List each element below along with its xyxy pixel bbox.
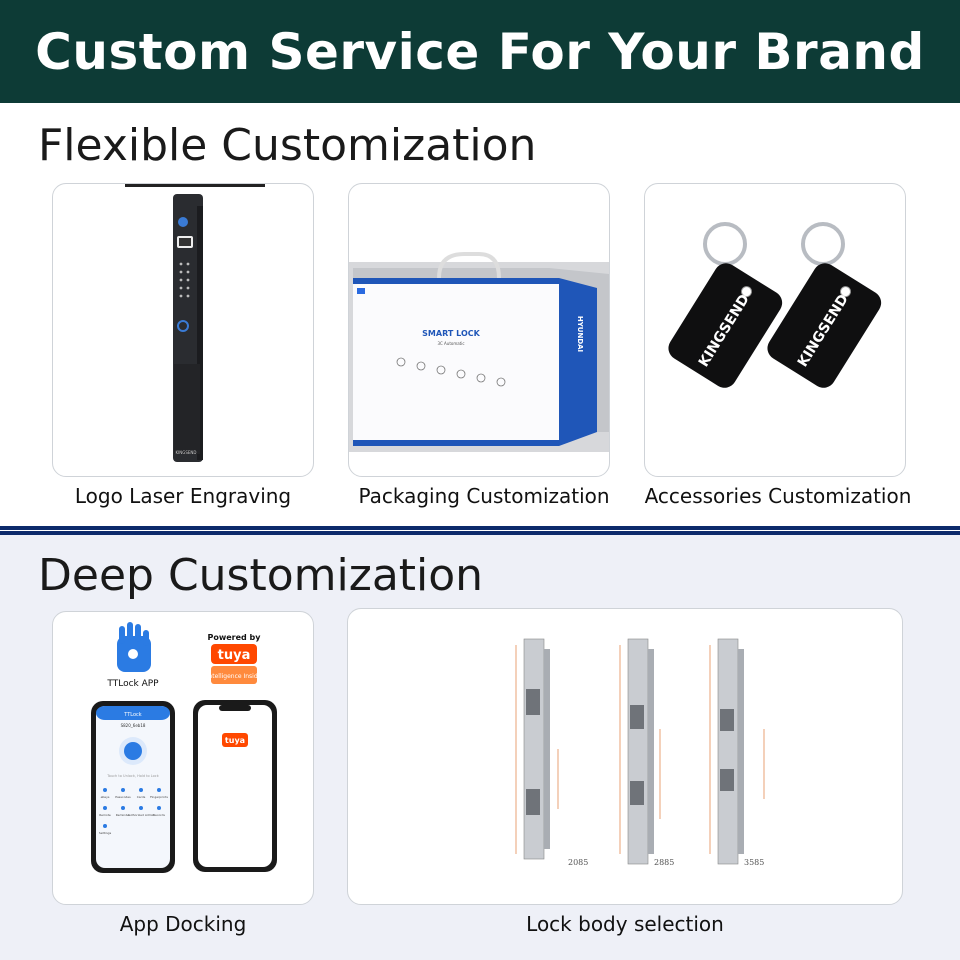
lock-body-2885: 2885	[619, 638, 674, 867]
lock-body-card: 2085 2885 3585	[347, 608, 903, 905]
menu-remote: Remote	[99, 813, 111, 817]
phone-lock-id: S820_6eb18	[121, 723, 146, 728]
section-title-flexible: Flexible Customization	[38, 120, 537, 171]
packaging-box-image: HYUNDAI SMART LOCK 3C Automatic	[349, 252, 609, 452]
logo-engraving-card: KINGSEND	[52, 183, 314, 477]
caption-logo-engraving: Logo Laser Engraving	[74, 484, 292, 508]
box-subtitle: 3C Automatic	[437, 341, 464, 346]
unlock-icon	[124, 742, 142, 760]
caption-lock-body: Lock body selection	[526, 912, 724, 936]
phone-header: TTLock	[123, 712, 142, 718]
menu-authorized-admin: Authorized Admin	[128, 813, 155, 817]
tuya-phone: tuya	[193, 700, 277, 872]
key-tag-right: KINGSEND	[767, 222, 882, 388]
smart-lock-image: KINGSEND	[125, 184, 265, 462]
tuya-brand: tuya	[218, 648, 251, 663]
menu-passcodes: Passcodes	[115, 795, 131, 799]
key-tag-left: KINGSEND	[668, 222, 783, 388]
lock-body-2085: 2085	[515, 638, 588, 867]
packaging-card: HYUNDAI SMART LOCK 3C Automatic	[348, 183, 610, 477]
ttlock-label: TTLock APP	[106, 679, 159, 689]
lock-bodies-image: 2085 2885 3585	[515, 638, 764, 867]
caption-packaging: Packaging Customization	[358, 484, 610, 508]
menu-fingerprints: Fingerprints	[150, 795, 168, 799]
tuya-tagline: Intelligence Inside	[207, 673, 262, 680]
model-2085: 2085	[568, 858, 588, 867]
key-tags-image: KINGSEND KINGSEND	[668, 222, 882, 388]
phone-hint: Touch to Unlock, Hold to Lock	[106, 774, 160, 778]
model-3585: 3585	[744, 858, 764, 867]
app-docking-card: TTLock APP Powered by tuya Intelligence …	[52, 611, 314, 905]
lock-brand-engraving: KINGSEND	[175, 450, 196, 455]
lock-body-3585: 3585	[709, 638, 764, 867]
accessories-card: KINGSEND KINGSEND	[644, 183, 906, 477]
model-2885: 2885	[654, 858, 674, 867]
app-docking-image: TTLock APP Powered by tuya Intelligence …	[91, 622, 277, 873]
caption-accessories: Accessories Customization	[644, 484, 912, 508]
ttlock-phone: TTLock S820_6eb18 Touch to Unlock, Hold …	[91, 701, 175, 873]
menu-cards: Cards	[137, 795, 146, 799]
box-side-brand: HYUNDAI	[576, 316, 584, 352]
ttlock-hand-icon	[117, 622, 151, 672]
caption-app-docking: App Docking	[119, 912, 247, 936]
menu-records: Records	[153, 813, 165, 817]
menu-reminder: Reminder	[116, 813, 131, 817]
page-header: Custom Service For Your Brand	[0, 0, 960, 103]
menu-ekeys: eKeys	[101, 795, 110, 799]
tuya-phone-logo: tuya	[225, 736, 245, 745]
tuya-phone-logo-icon	[222, 733, 248, 747]
section-title-deep: Deep Customization	[38, 550, 484, 601]
page-title: Custom Service For Your Brand	[35, 22, 925, 81]
tuya-logo-icon	[211, 644, 257, 664]
section-divider	[0, 526, 960, 535]
tuya-powered-by: Powered by	[208, 633, 262, 642]
menu-settings: Settings	[99, 831, 112, 835]
box-title: SMART LOCK	[422, 329, 480, 338]
